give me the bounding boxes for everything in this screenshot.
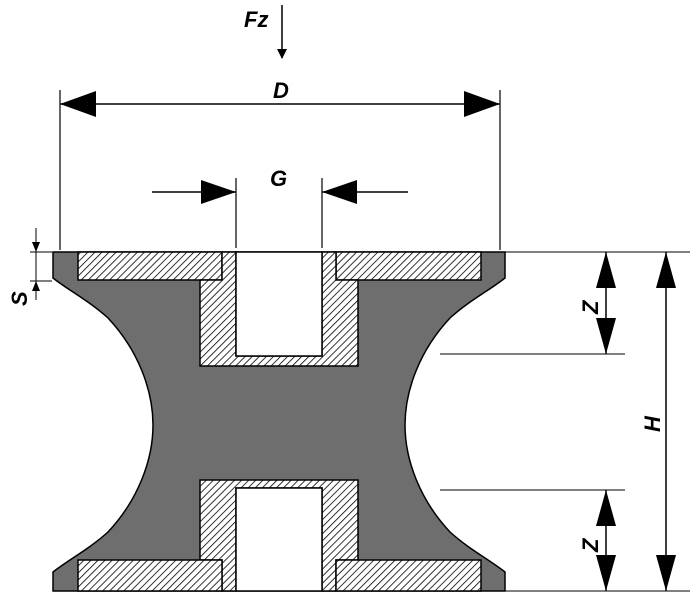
bottom-threaded-insert: [199, 479, 359, 592]
extension-lines: [440, 251, 690, 592]
top-threaded-insert: [199, 251, 359, 367]
height-label: H: [640, 415, 665, 432]
plate-thickness-dimension: [30, 228, 52, 300]
diameter-label: D: [273, 78, 289, 103]
plate-thickness-label: S: [7, 291, 32, 306]
top-thread-depth-dimension: [596, 252, 616, 354]
top-bore-hole: [235, 251, 323, 357]
bottom-thread-depth-label: Z: [578, 537, 603, 553]
bottom-steel-plate: [77, 559, 482, 592]
force-label: Fz: [244, 7, 268, 32]
bore-dimension: [152, 178, 408, 248]
bottom-thread-depth-dimension: [596, 490, 616, 591]
diameter-dimension: [59, 90, 501, 250]
height-dimension: [656, 252, 676, 591]
top-thread-depth-label: Z: [578, 299, 603, 315]
bore-label: G: [270, 166, 287, 191]
bottom-bore-hole: [235, 487, 323, 592]
